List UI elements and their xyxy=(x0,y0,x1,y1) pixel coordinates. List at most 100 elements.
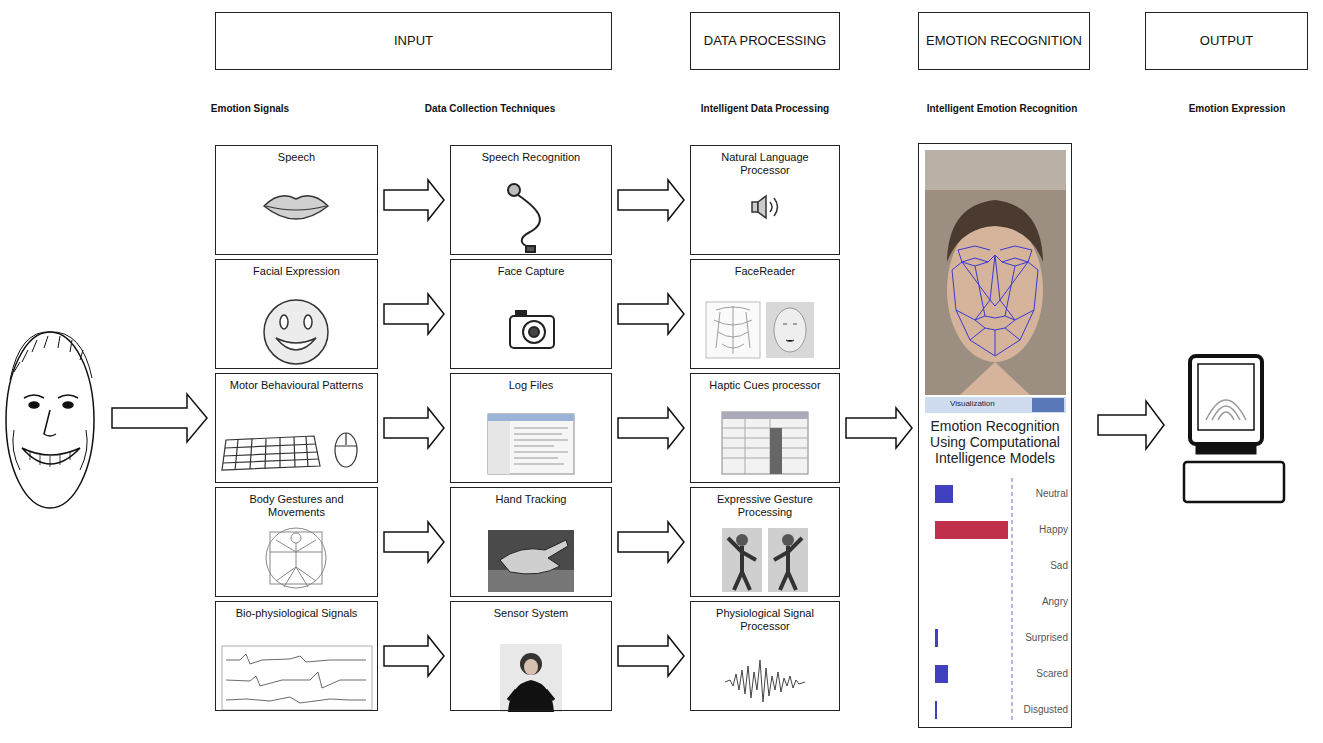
facereader-images xyxy=(783,324,797,342)
haptic-screenshot xyxy=(722,412,808,474)
haptic-screenshot xyxy=(722,419,808,474)
block-arrow xyxy=(384,636,444,676)
bar-label: Sad xyxy=(1050,560,1068,571)
smiley-icon xyxy=(276,338,316,350)
facereader-images xyxy=(714,306,752,354)
signal-box: Bio-physiological Signals xyxy=(215,601,378,711)
face-mesh-photo xyxy=(925,150,1066,395)
lips-icon xyxy=(264,196,328,219)
person-face xyxy=(10,332,92,380)
speaker-icon xyxy=(758,196,766,218)
block-arrow xyxy=(384,294,444,334)
bar-label: Happy xyxy=(1039,524,1068,535)
processor-box: Haptic Cues processor xyxy=(690,373,840,483)
person-face xyxy=(13,430,87,470)
gesture-photos xyxy=(728,538,756,590)
computer-icon xyxy=(1188,464,1280,500)
haptic-screenshot xyxy=(722,412,808,419)
bar-label: Disgusted xyxy=(1024,704,1068,715)
emotion-bar-chart xyxy=(935,521,1008,539)
emotion-bar-chart xyxy=(935,485,953,503)
log-file-screenshot xyxy=(488,421,510,474)
bar-label: Surprised xyxy=(1025,632,1068,643)
waveform xyxy=(725,660,805,702)
signal-box: Motor Behavioural Patterns xyxy=(215,373,378,483)
block-arrow xyxy=(384,522,444,562)
visualization-strip xyxy=(925,397,1066,413)
log-file-screenshot xyxy=(488,414,574,421)
person-face xyxy=(6,332,94,508)
smiley-icon xyxy=(280,315,288,329)
column-subheading: Emotion Signals xyxy=(211,103,289,114)
computer-icon xyxy=(1196,444,1256,454)
face-mesh-photo xyxy=(962,258,988,266)
box-text: Bio-physiological Signals xyxy=(216,602,377,620)
microphone-icon xyxy=(526,246,535,252)
section-header: EMOTION RECOGNITION xyxy=(918,12,1090,70)
keyboard-mouse-icon xyxy=(335,433,357,467)
speaker-icon xyxy=(752,202,758,212)
face-mesh-photo xyxy=(925,150,1066,190)
technique-box: Sensor System xyxy=(450,601,612,711)
vitruvian-figure xyxy=(266,528,326,588)
hand-tracking-photo xyxy=(488,530,574,592)
block-arrow xyxy=(384,180,444,220)
face-mesh-photo xyxy=(960,362,1030,395)
technique-box: Speech Recognition xyxy=(450,145,612,255)
computer-icon xyxy=(1184,356,1284,502)
emotion-bar-chart xyxy=(1012,478,1013,720)
sensor-person-photo xyxy=(508,680,554,712)
emotion-bar-chart xyxy=(935,629,938,647)
haptic-screenshot xyxy=(722,412,808,474)
person-face xyxy=(30,452,70,467)
block-arrow xyxy=(618,294,684,334)
biosignal-plots xyxy=(226,672,366,688)
microphone-icon xyxy=(508,184,540,252)
sensor-person-photo xyxy=(508,690,554,700)
facereader-images xyxy=(706,302,814,358)
box-text: Log Files xyxy=(451,374,611,392)
person-face xyxy=(22,448,80,464)
lips-icon xyxy=(266,206,326,210)
person-face xyxy=(29,402,39,408)
face-mesh-photo xyxy=(925,150,1066,395)
computer-icon xyxy=(1184,462,1284,502)
vitruvian-figure xyxy=(270,540,322,587)
technique-box: Hand Tracking xyxy=(450,487,612,597)
computer-icon xyxy=(1198,364,1254,430)
box-text: Sensor System xyxy=(451,602,611,620)
computer-icon xyxy=(1190,356,1262,444)
processor-box: FaceReader xyxy=(690,259,840,369)
panel-caption: Visualization xyxy=(950,399,995,408)
section-header: OUTPUT xyxy=(1145,12,1308,70)
column-subheading: Emotion Expression xyxy=(1189,103,1286,114)
box-text: Speech xyxy=(216,146,377,164)
header-text: OUTPUT xyxy=(1146,33,1307,49)
biosignal-plots xyxy=(222,646,372,710)
face-mesh-photo xyxy=(947,218,1043,362)
section-header: INPUT xyxy=(215,12,612,70)
person-face xyxy=(14,336,83,372)
facereader-images xyxy=(774,308,806,352)
log-file-screenshot xyxy=(514,428,568,464)
camera-icon xyxy=(529,327,539,337)
box-text: Natural Language Processor xyxy=(691,146,839,177)
smiley-icon xyxy=(304,315,312,329)
person-face xyxy=(6,332,94,508)
bar-label: Neutral xyxy=(1036,488,1068,499)
box-text: Emotion Recognition Using Computational … xyxy=(919,418,1071,466)
biosignal-plots xyxy=(222,646,372,710)
technique-box: Face Capture xyxy=(450,259,612,369)
vitruvian-figure xyxy=(291,533,301,543)
keyboard-mouse-icon xyxy=(222,433,357,470)
signal-box: Body Gestures and Movements xyxy=(215,487,378,597)
block-arrow xyxy=(618,408,684,448)
camera-icon xyxy=(516,311,526,316)
column-subheading: Data Collection Techniques xyxy=(425,103,555,114)
header-text: EMOTION RECOGNITION xyxy=(919,33,1089,49)
haptic-screenshot xyxy=(770,428,782,474)
computer-icon xyxy=(1206,400,1246,420)
section-header: DATA PROCESSING xyxy=(690,12,840,70)
